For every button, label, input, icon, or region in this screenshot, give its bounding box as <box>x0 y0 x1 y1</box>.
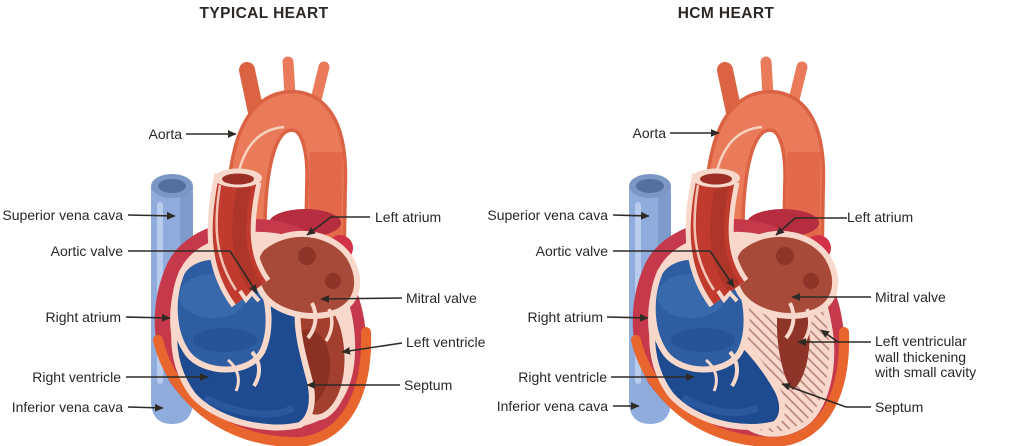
hcm-heart-illustration <box>629 62 844 442</box>
leader-lines-hcm <box>606 129 871 410</box>
label-svc-typical: Superior vena cava <box>2 207 123 223</box>
small-lv-cavity <box>777 295 810 390</box>
label-septum-hcm: Septum <box>875 399 924 415</box>
label-aortic-valve-hcm: Aortic valve <box>535 243 608 259</box>
typical-heart-title: TYPICAL HEART <box>199 5 329 22</box>
label-right-atrium-typical: Right atrium <box>45 309 121 325</box>
label-aorta-hcm: Aorta <box>632 125 666 141</box>
label-septum-typical: Septum <box>404 377 453 393</box>
leader-lines-typical <box>125 130 403 412</box>
label-right-ventricle-typical: Right ventricle <box>32 369 121 385</box>
label-lv-wall-thickening-hcm: Left ventricular wall thickening with sm… <box>875 333 977 380</box>
label-right-ventricle-hcm: Right ventricle <box>518 369 607 385</box>
typical-heart-illustration <box>151 62 366 442</box>
label-ivc-typical: Inferior vena cava <box>11 399 123 415</box>
label-mitral-valve-typical: Mitral valve <box>406 290 477 306</box>
label-right-atrium-hcm: Right atrium <box>527 309 603 325</box>
label-aortic-valve-typical: Aortic valve <box>50 243 123 259</box>
label-aorta-typical: Aorta <box>148 126 182 142</box>
label-left-atrium-typical: Left atrium <box>375 209 442 225</box>
hcm-heart-title: HCM HEART <box>677 5 775 22</box>
label-svc-hcm: Superior vena cava <box>487 207 608 223</box>
label-left-ventricle-typical: Left ventricle <box>406 334 486 350</box>
label-mitral-valve-hcm: Mitral valve <box>875 289 946 305</box>
label-ivc-hcm: Inferior vena cava <box>496 398 608 414</box>
label-left-atrium-hcm: Left atrium <box>847 209 914 225</box>
